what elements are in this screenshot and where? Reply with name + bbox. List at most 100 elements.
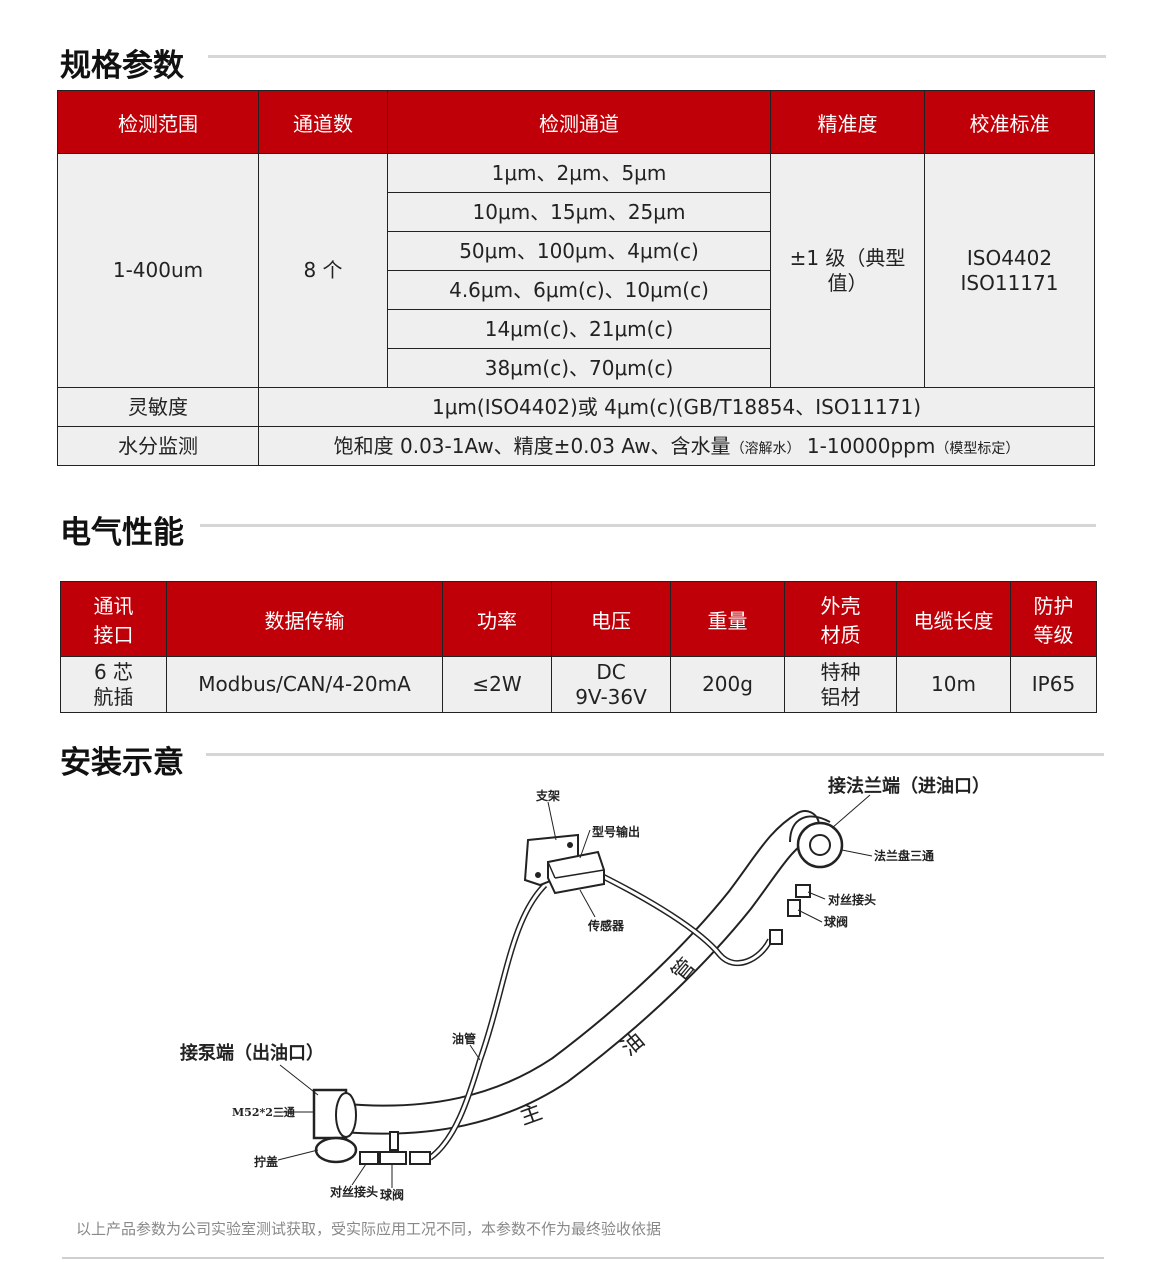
moisture-text: 1-10000ppm (800, 433, 936, 458)
header-line: 接口 (93, 623, 134, 647)
flange-elbow (789, 815, 831, 843)
header-protect: 防护等级 (1010, 581, 1097, 657)
leader-line (579, 889, 596, 918)
fitting-right (769, 929, 783, 945)
electric-header-row: 通讯接口 数据传输 功率 电压 重量 外壳材质 电缆长度 防护等级 (60, 581, 1097, 657)
table-row: 50μm、100μm、4μm(c) (58, 231, 1095, 271)
header-channel-count: 通道数 (258, 90, 388, 154)
union-fitting-top (795, 884, 811, 898)
moisture-label: 水分监测 (57, 426, 259, 466)
spec-header-row: 检测范围 通道数 检测通道 精准度 校准标准 (57, 90, 1095, 154)
accuracy-line: 值） (827, 270, 868, 295)
label-cap: 拧盖 (254, 1154, 278, 1169)
cable-value: 10m (896, 656, 1011, 713)
header-interface: 通讯接口 (60, 581, 167, 657)
channel-cell: 14μm(c)、21μm(c) (387, 309, 771, 349)
header-range: 检测范围 (57, 90, 259, 154)
table-row: 14μm(c)、21μm(c) (58, 309, 1095, 349)
protect-value: IP65 (1010, 656, 1097, 713)
header-line: 外壳 (820, 594, 861, 618)
label-ball-valve-top: 球阀 (824, 914, 848, 929)
leader-line (547, 801, 557, 841)
cap (314, 1136, 358, 1164)
ball-valve-bottom (379, 1151, 407, 1165)
header-power: 功率 (442, 581, 552, 657)
header-standard: 校准标准 (924, 90, 1095, 154)
label-union-top: 对丝接头 (828, 892, 876, 907)
header-accuracy: 精准度 (770, 90, 925, 154)
header-cable: 电缆长度 (896, 581, 1011, 657)
label-flange-tee: 法兰盘三通 (874, 848, 934, 863)
leader-line (351, 1163, 367, 1186)
channel-cell: 4.6μm、6μm(c)、10μm(c) (387, 270, 771, 310)
section-title-spec: 规格参数 (60, 40, 184, 85)
table-row: 1-400um 8 个 1μm、2μm、5μm ±1 级（典型 值） ISO44… (57, 153, 1095, 388)
header-line: 材质 (820, 623, 861, 647)
header-voltage: 电压 (551, 581, 671, 657)
section-divider (200, 524, 1096, 527)
weight-value: 200g (670, 656, 785, 713)
table-row: 38μm(c)、70μm(c) (58, 348, 1095, 388)
value-line: 6 芯 (93, 659, 134, 684)
leader-line (469, 1044, 481, 1061)
label-union-bottom: 对丝接头 (330, 1184, 378, 1199)
label-oil-pipe: 油管 (452, 1031, 476, 1046)
range-cell: 1-400um (57, 153, 259, 388)
section-title-electric-text: 电气性能 (60, 515, 184, 551)
standard-line: ISO4402 (966, 245, 1053, 270)
channel-cell: 38μm(c)、70μm(c) (387, 348, 771, 388)
electric-table: 通讯接口 数据传输 功率 电压 重量 外壳材质 电缆长度 防护等级 6 芯航插 … (60, 581, 1097, 713)
leader-line (841, 849, 873, 857)
value-line: DC (596, 659, 626, 684)
moisture-text: 饱和度 0.03-1Aw、精度±0.03 Aw、含水量 (333, 433, 731, 458)
transfer-value: Modbus/CAN/4-20mA (166, 656, 443, 713)
header-transfer: 数据传输 (166, 581, 443, 657)
section-divider (208, 55, 1106, 58)
table-row: 灵敏度 1μm(ISO4402)或 4μm(c)(GB/T18854、ISO11… (57, 387, 1095, 427)
leader-line (797, 909, 823, 923)
standard-line: ISO11171 (960, 270, 1059, 295)
stand-pipe (389, 1131, 399, 1151)
label-pump-end: 接泵端（出油口） (180, 1042, 324, 1064)
label-m52-tee: M52*2三通 (232, 1106, 295, 1119)
fitting-bottom (409, 1151, 431, 1165)
channel-cell: 10μm、15μm、25μm (387, 192, 771, 232)
sensitivity-value: 1μm(ISO4402)或 4μm(c)(GB/T18854、ISO11171) (258, 387, 1095, 427)
table-row: 10μm、15μm、25μm (58, 192, 1095, 232)
moisture-text: （模型标定） (935, 440, 1020, 457)
section-divider (206, 753, 1104, 756)
moisture-text: （溶解水） (730, 440, 801, 457)
value-line: 铝材 (820, 684, 861, 709)
footer-divider (62, 1257, 1104, 1259)
leader-line (807, 891, 826, 900)
accuracy-line: ±1 级（典型 (789, 245, 906, 270)
leader-line (277, 1149, 319, 1161)
interface-value: 6 芯航插 (60, 656, 167, 713)
bracket-hole (535, 872, 541, 878)
table-row: 水分监测 饱和度 0.03-1Aw、精度±0.03 Aw、含水量（溶解水） 1-… (57, 426, 1095, 466)
header-shell: 外壳材质 (784, 581, 897, 657)
shell-value: 特种铝材 (784, 656, 897, 713)
label-ball-valve-bottom: 球阀 (380, 1187, 404, 1202)
installation-diagram: 支架 型号输出 传感器 接法兰端（进油口） 法兰盘三通 对丝接头 球阀 油管 接… (180, 775, 990, 1202)
label-flange-end: 接法兰端（进油口） (828, 775, 990, 797)
section-title-electric: 电气性能 (60, 507, 184, 552)
thin-oil-pipe-left-inner (429, 883, 547, 1160)
header-channels: 检测通道 (387, 90, 771, 154)
union-fitting-bottom (359, 1151, 379, 1165)
value-line: 特种 (820, 659, 861, 684)
spec-table: 检测范围 通道数 检测通道 精准度 校准标准 1-400um 8 个 1μm、2… (57, 90, 1095, 466)
label-signal-out: 型号输出 (592, 824, 640, 839)
tee-outlet (335, 1092, 357, 1138)
section-title-install-text: 安装示意 (60, 745, 184, 781)
label-bracket: 支架 (535, 788, 560, 803)
sensor-box (547, 850, 605, 895)
channel-cell: 1μm、2μm、5μm (387, 153, 771, 193)
footer-note: 以上产品参数为公司实验室测试获取，受实际应用工况不同，本参数不作为最终验收依据 (76, 1220, 662, 1238)
sensitivity-label: 灵敏度 (57, 387, 259, 427)
header-weight: 重量 (670, 581, 785, 657)
ball-valve-top (787, 899, 801, 917)
leader-line (831, 794, 871, 829)
moisture-value: 饱和度 0.03-1Aw、精度±0.03 Aw、含水量（溶解水） 1-10000… (258, 426, 1095, 466)
section-title-install: 安装示意 (60, 737, 184, 782)
